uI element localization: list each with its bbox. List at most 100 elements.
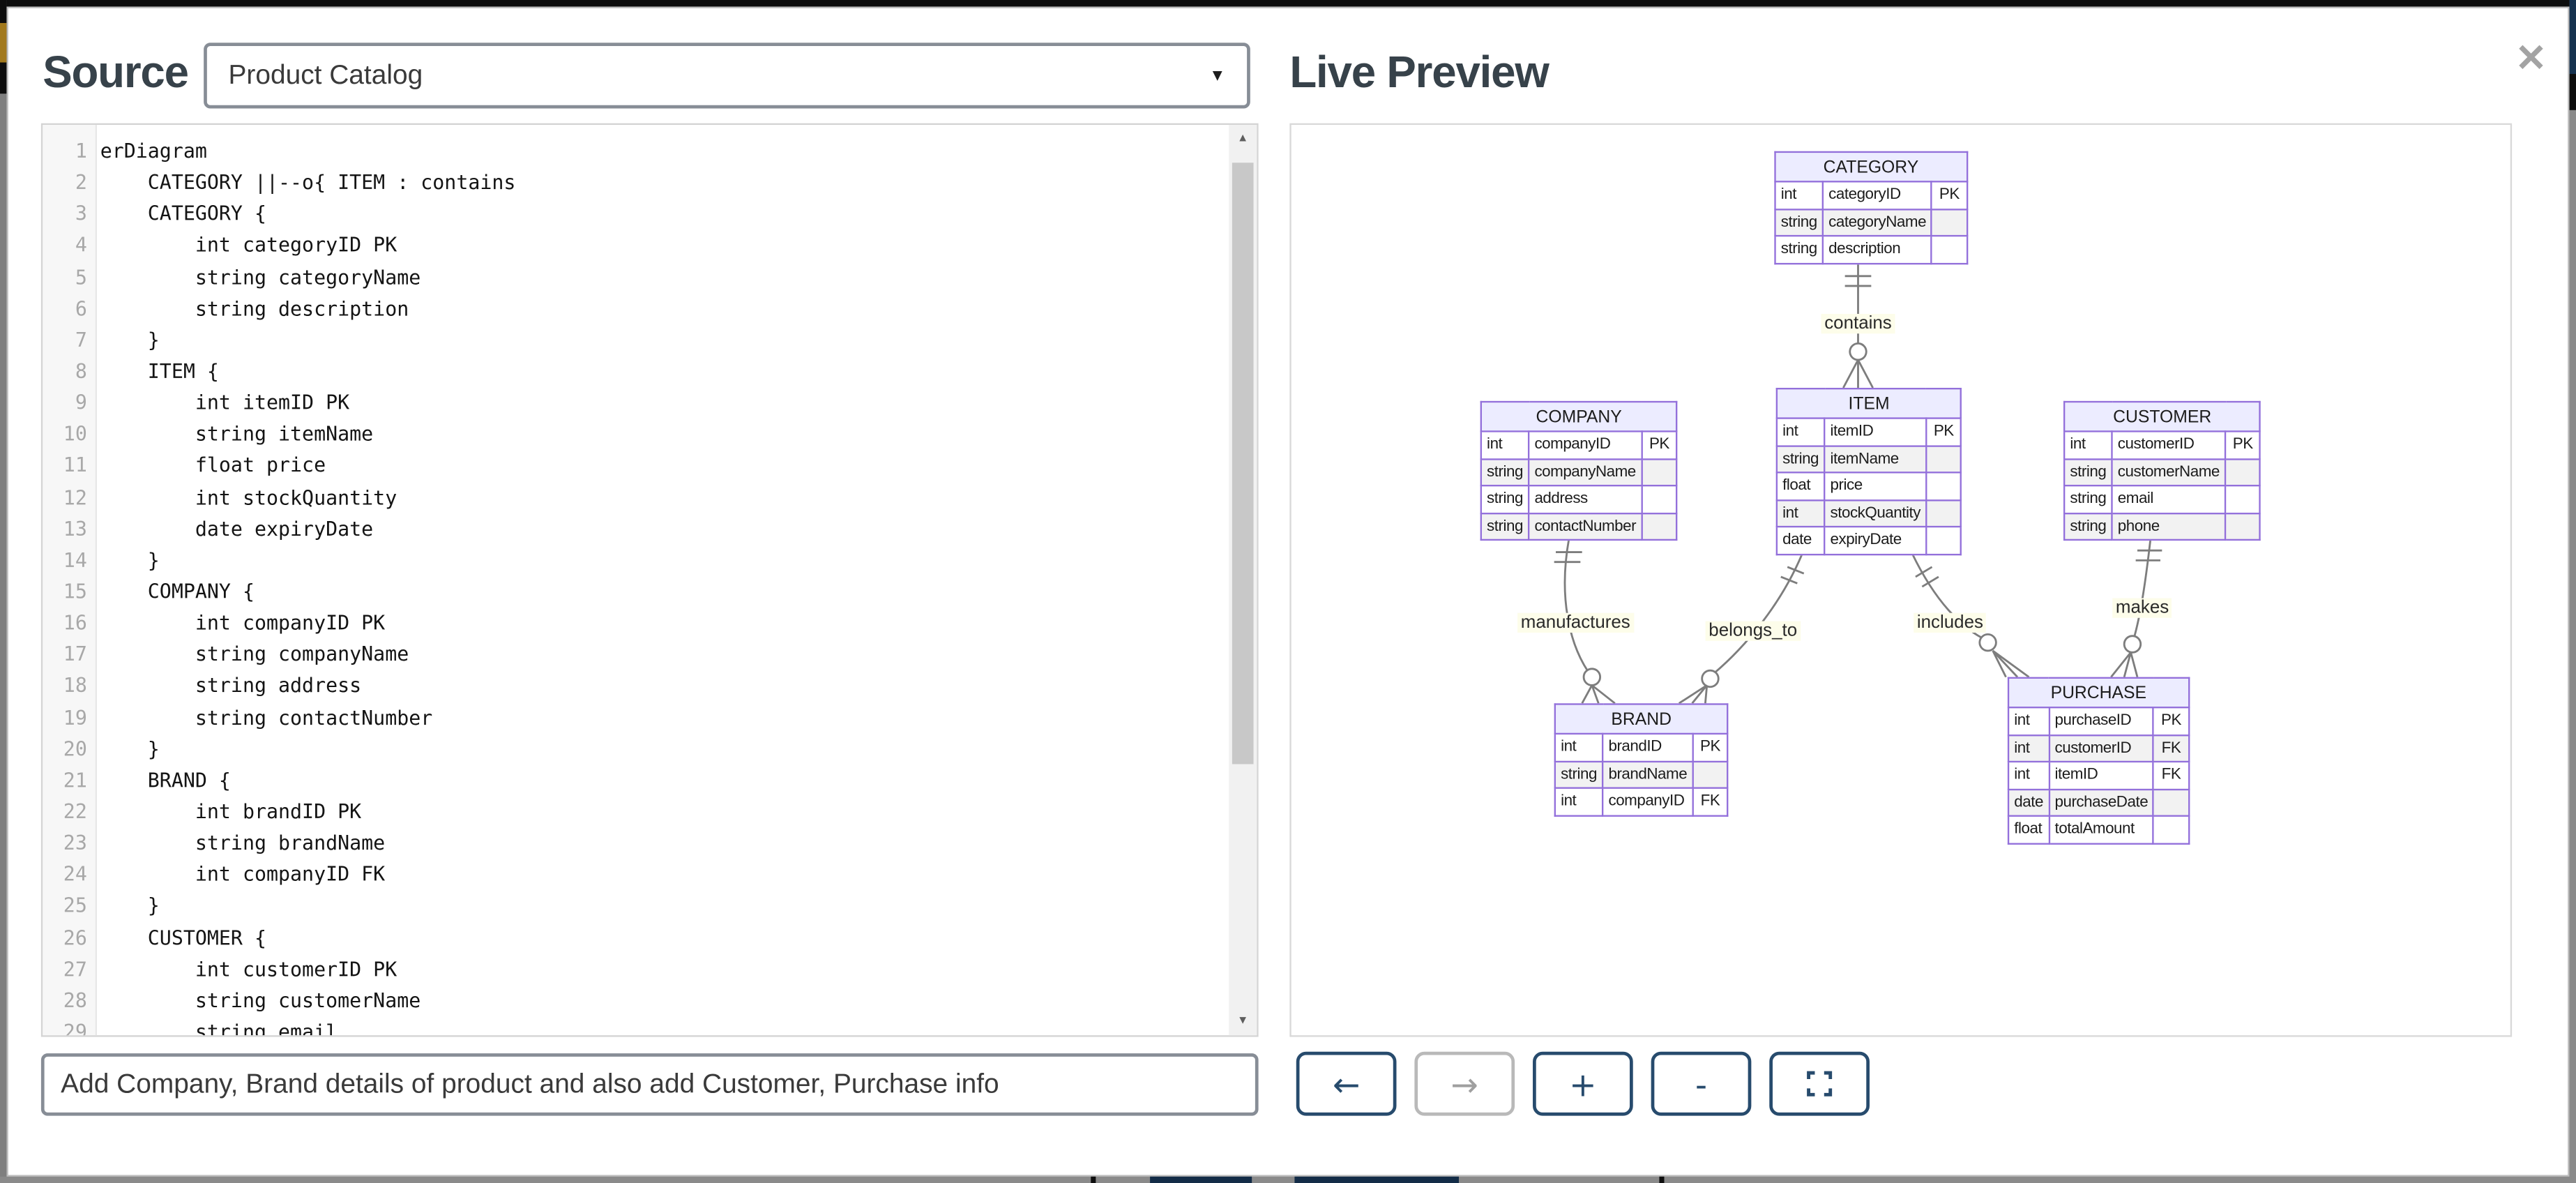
code-line: string itemName xyxy=(100,423,374,446)
prompt-input[interactable] xyxy=(40,1053,1259,1116)
attr-key: FK xyxy=(2153,733,2190,763)
line-number: 27 xyxy=(63,957,87,981)
code-line: int itemID PK xyxy=(100,391,350,414)
line-number: 4 xyxy=(75,234,87,257)
attr-key xyxy=(2224,485,2261,514)
attr-name: description xyxy=(1821,234,1933,264)
scroll-down-icon[interactable]: ▼ xyxy=(1237,1015,1249,1027)
entity-title: COMPANY xyxy=(1480,400,1678,432)
redo-button[interactable]: → xyxy=(1414,1051,1515,1116)
code-line: int companyID FK xyxy=(100,863,386,887)
zoom-out-icon: - xyxy=(1695,1064,1708,1103)
scrollbar-thumb[interactable] xyxy=(1232,163,1254,764)
attr-key: PK xyxy=(1925,417,1962,446)
undo-button[interactable]: ← xyxy=(1296,1051,1397,1116)
source-dropdown[interactable]: Product Catalog ▼ xyxy=(204,43,1250,109)
code-line: } xyxy=(100,894,160,918)
attr-key xyxy=(1641,485,1678,514)
editor-code[interactable]: erDiagram CATEGORY ||--o{ ITEM : contain… xyxy=(97,125,1229,1035)
attr-key xyxy=(1925,525,1962,555)
code-line: int brandID PK xyxy=(100,800,362,824)
background-artifact xyxy=(1150,1176,1252,1183)
attr-name: customerID xyxy=(2111,430,2227,460)
attr-name: customerID xyxy=(2048,733,2155,763)
screen-edge-right-black xyxy=(2569,74,2576,110)
attr-name: categoryName xyxy=(1821,208,1933,237)
attr-name: itemName xyxy=(1824,444,1927,474)
attr-type: string xyxy=(1554,760,1604,789)
scroll-up-icon[interactable]: ▲ xyxy=(1237,133,1249,145)
code-line: string customerName xyxy=(100,988,421,1012)
close-icon[interactable]: ✕ xyxy=(2515,36,2547,80)
zoom-in-icon: + xyxy=(1569,1064,1597,1103)
code-line: ITEM { xyxy=(100,359,219,383)
code-line: float price xyxy=(100,454,326,478)
zoom-in-button[interactable]: + xyxy=(1533,1051,1633,1116)
line-number: 23 xyxy=(63,831,87,855)
code-line: string address xyxy=(100,674,362,698)
attr-key: FK xyxy=(1692,787,1729,816)
attr-type: int xyxy=(2007,733,2050,763)
line-number: 28 xyxy=(63,988,87,1012)
line-number: 3 xyxy=(75,202,87,226)
attr-key xyxy=(1925,472,1962,501)
line-number: 14 xyxy=(63,548,87,572)
attr-type: int xyxy=(1480,430,1530,460)
attr-type: string xyxy=(1774,234,1824,264)
line-number: 6 xyxy=(75,296,87,320)
entity-title: CATEGORY xyxy=(1774,151,1968,183)
relationship-label: makes xyxy=(2112,598,2172,618)
code-line: string email xyxy=(100,1020,338,1036)
attr-key xyxy=(1925,499,1962,528)
code-line: int companyID PK xyxy=(100,611,386,635)
attr-key: PK xyxy=(1641,430,1678,460)
source-dropdown-value: Product Catalog xyxy=(228,59,423,90)
attr-name: stockQuantity xyxy=(1824,499,1927,528)
code-line: int categoryID PK xyxy=(100,234,397,257)
attr-type: int xyxy=(2063,430,2113,460)
zoom-out-button[interactable]: - xyxy=(1651,1051,1752,1116)
line-number: 20 xyxy=(63,737,87,760)
entity-title: PURCHASE xyxy=(2007,677,2190,709)
relationship-label: manufactures xyxy=(1517,612,1634,633)
attr-name: itemID xyxy=(1824,417,1927,446)
attr-name: customerName xyxy=(2111,458,2227,487)
attr-key xyxy=(2224,458,2261,487)
editor-scrollbar[interactable]: ▲ ▼ xyxy=(1229,125,1257,1036)
attr-type: string xyxy=(1480,458,1530,487)
code-line: string brandName xyxy=(100,831,386,855)
attr-name: address xyxy=(1528,485,1643,514)
source-panel-title: Source xyxy=(43,47,189,97)
line-number: 10 xyxy=(63,423,87,446)
code-line: CATEGORY { xyxy=(100,202,267,226)
code-line: } xyxy=(100,328,160,352)
attr-key xyxy=(2224,511,2261,541)
attr-key xyxy=(2153,815,2190,844)
line-number: 22 xyxy=(63,800,87,824)
attr-type: float xyxy=(1775,472,1826,501)
attr-type: int xyxy=(1554,787,1604,816)
line-number: 7 xyxy=(75,328,87,352)
attr-type: int xyxy=(1775,417,1826,446)
entity-title: ITEM xyxy=(1775,387,1962,419)
attr-name: expiryDate xyxy=(1824,525,1927,555)
fullscreen-button[interactable] xyxy=(1769,1051,1870,1116)
code-line: string contactNumber xyxy=(100,705,433,729)
code-line: } xyxy=(100,548,160,572)
undo-icon: ← xyxy=(1332,1064,1361,1103)
attr-name: companyID xyxy=(1602,787,1694,816)
relationship-label: belongs_to xyxy=(1705,621,1801,641)
code-line: CUSTOMER { xyxy=(100,926,267,949)
code-line: int stockQuantity xyxy=(100,485,397,509)
screen-edge-right-navy xyxy=(2569,0,2576,75)
redo-icon: → xyxy=(1450,1064,1478,1103)
line-number: 19 xyxy=(63,705,87,729)
